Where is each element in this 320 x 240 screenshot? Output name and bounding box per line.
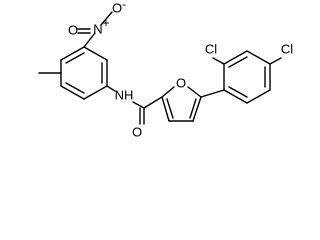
nitro-group: N + O - O bbox=[68, 0, 126, 48]
bond bbox=[192, 96, 202, 122]
bond bbox=[212, 57, 225, 65]
chlorine-substituents: Cl Cl bbox=[205, 41, 293, 65]
nitro-o-left-label: O bbox=[68, 22, 78, 37]
cl-top-label: Cl bbox=[205, 41, 217, 56]
nitro-plus-label: + bbox=[102, 16, 109, 30]
dichlorophenyl-ring bbox=[223, 50, 271, 104]
molecule-drawing: N + O - O NH O O bbox=[38, 0, 293, 139]
amide-nh-label: NH bbox=[115, 87, 134, 102]
biaryl-bond bbox=[200, 89, 225, 98]
bond bbox=[83, 32, 96, 48]
cl-right-label: Cl bbox=[281, 41, 293, 56]
structure-canvas: N + O - O NH O O bbox=[38, 0, 294, 140]
bond bbox=[166, 98, 174, 119]
bond bbox=[246, 89, 271, 104]
bond bbox=[106, 85, 116, 92]
bond bbox=[65, 52, 85, 64]
bond bbox=[143, 96, 163, 109]
nitro-minus-label: - bbox=[122, 0, 126, 11]
bond bbox=[60, 46, 85, 61]
bond bbox=[83, 46, 108, 61]
bond bbox=[65, 82, 85, 94]
nitro-o-top-label: O bbox=[112, 0, 122, 15]
bond bbox=[83, 85, 108, 100]
bond bbox=[228, 86, 248, 98]
bond bbox=[223, 50, 248, 65]
furan-o-label: O bbox=[176, 75, 186, 90]
bond bbox=[161, 86, 175, 98]
amide-group: NH O bbox=[106, 85, 163, 139]
bond bbox=[189, 98, 197, 119]
nitrophenyl-ring bbox=[60, 46, 108, 100]
bond bbox=[187, 86, 202, 98]
bond bbox=[60, 85, 85, 100]
bond bbox=[228, 56, 248, 68]
bond bbox=[223, 89, 248, 104]
furan-ring: O bbox=[161, 75, 202, 122]
bond bbox=[269, 57, 282, 65]
bond bbox=[132, 101, 145, 109]
amide-o-label: O bbox=[132, 124, 142, 139]
nitro-n-label: N bbox=[93, 21, 102, 36]
bond bbox=[100, 11, 113, 26]
bond bbox=[161, 96, 170, 122]
bond bbox=[246, 50, 271, 65]
